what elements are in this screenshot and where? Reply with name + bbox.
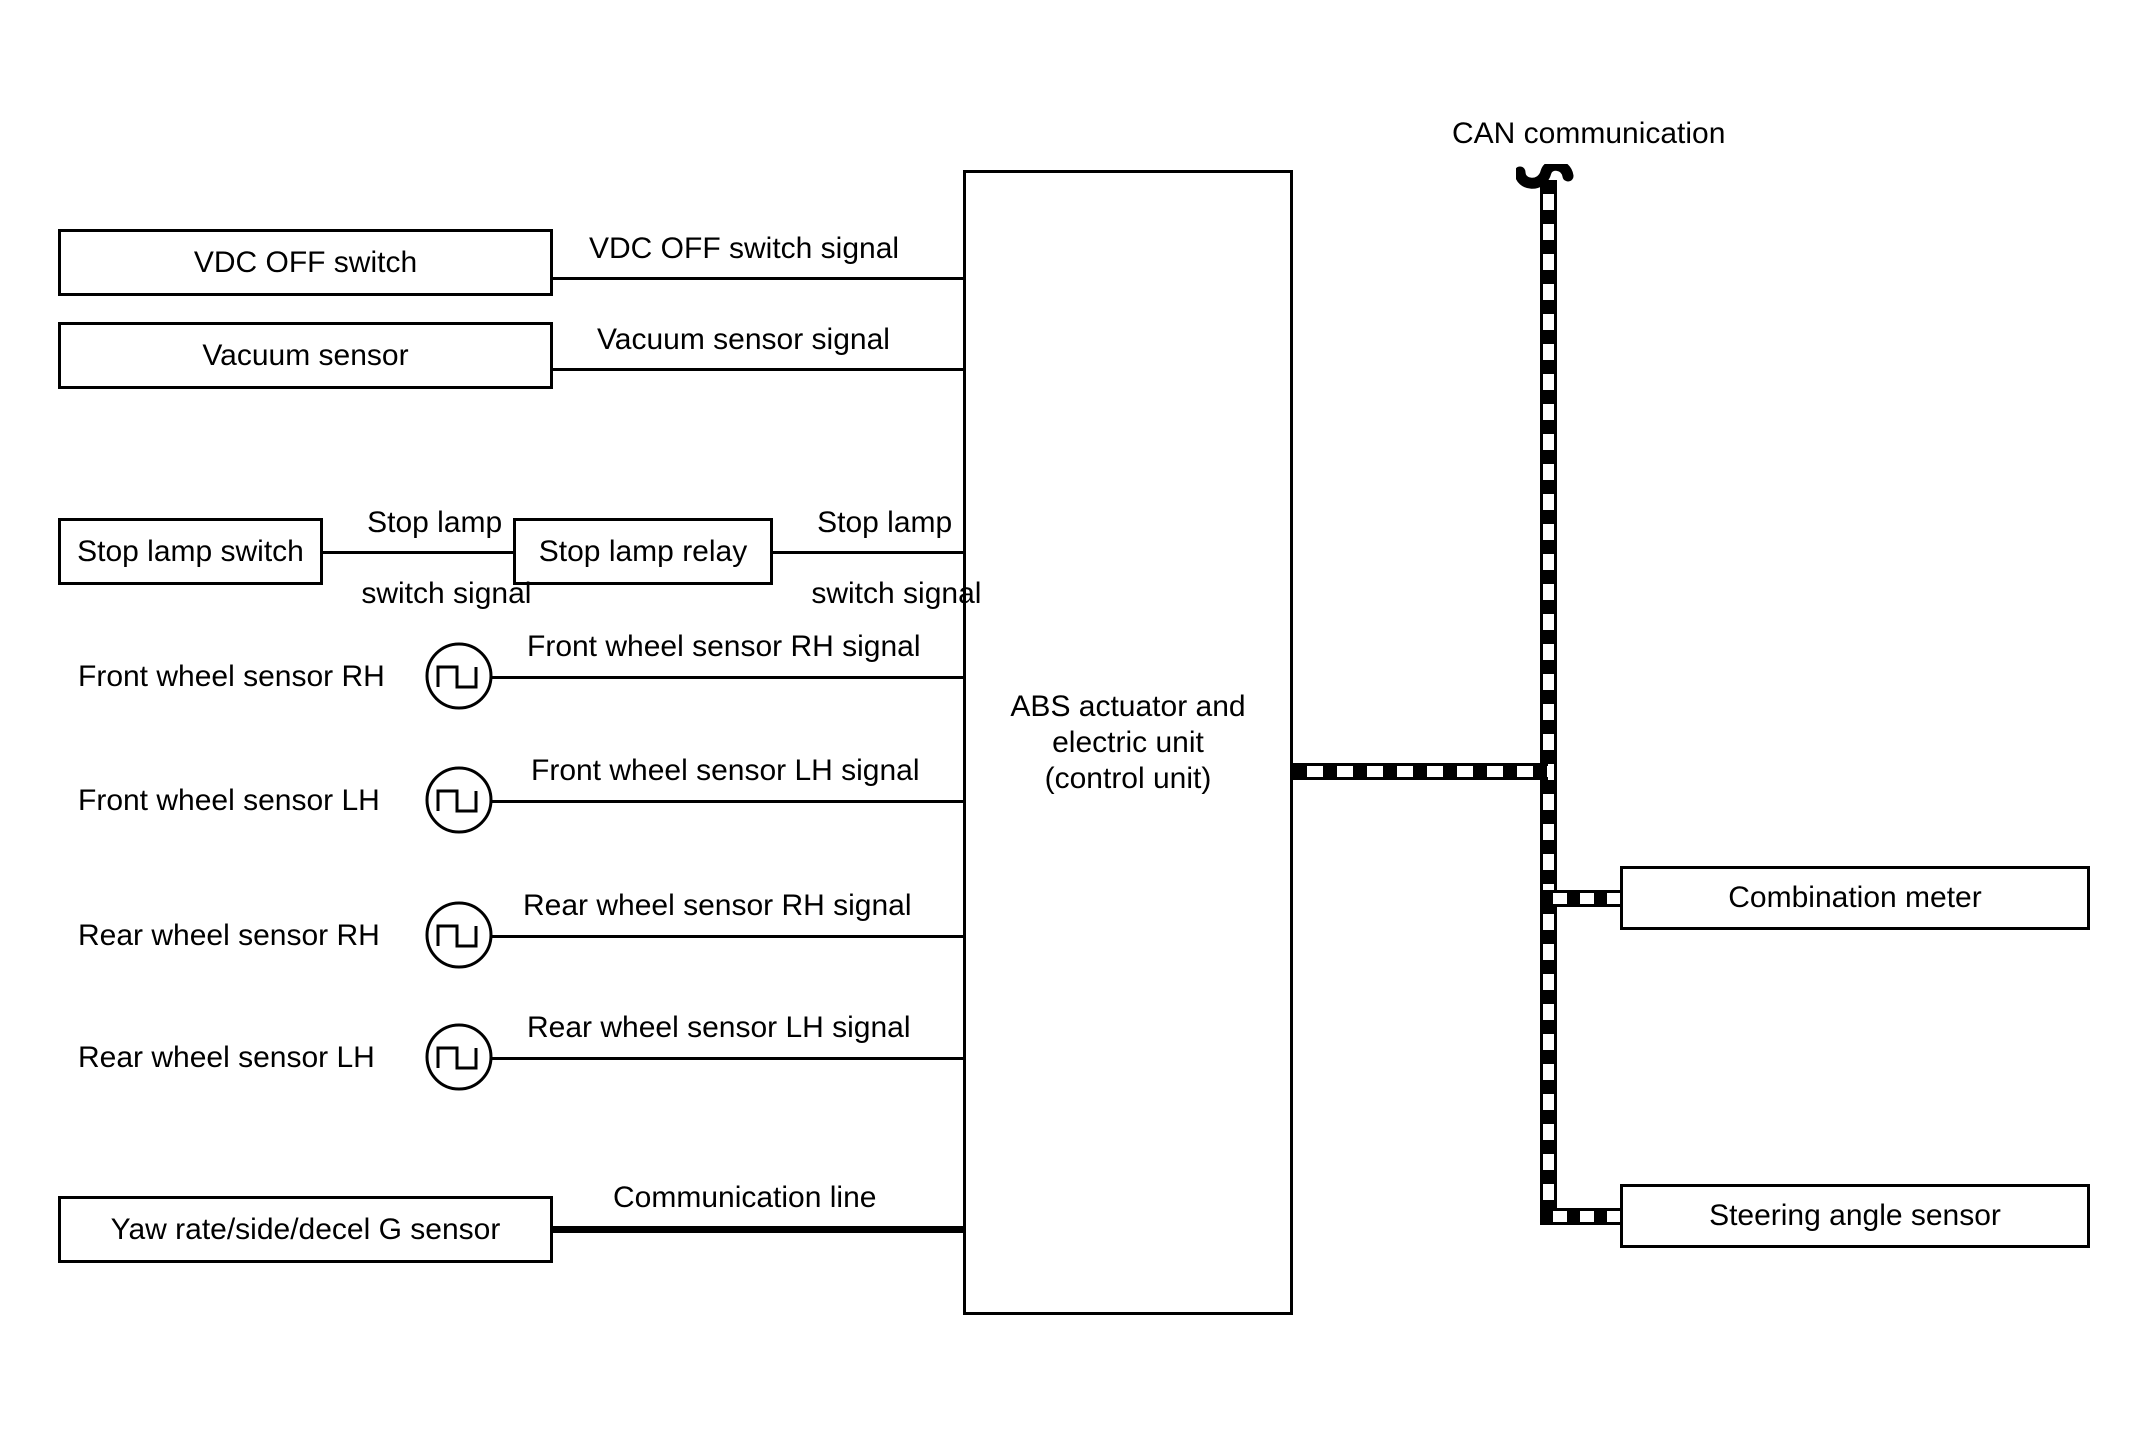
steering-angle-sensor-label: Steering angle sensor	[1709, 1199, 2001, 1232]
front-wheel-sensor-rh-label: Front wheel sensor RH	[78, 660, 385, 693]
stop-lamp-relay-box[interactable]: Stop lamp relay	[513, 518, 773, 585]
yaw-rate-side-decel-g-sensor-box[interactable]: Yaw rate/side/decel G sensor	[58, 1196, 553, 1263]
rear-wheel-sensor-lh-label: Rear wheel sensor LH	[78, 1041, 375, 1074]
stop-lamp-switch-signal-line-1: Stop lamp	[367, 506, 503, 540]
front-wheel-sensor-rh-connector	[492, 676, 965, 679]
rear-wheel-sensor-rh-label: Rear wheel sensor RH	[78, 919, 380, 952]
vdc-off-switch-connector	[553, 277, 965, 280]
can-bus-hook-icon	[1516, 164, 1580, 204]
rear-wheel-sensor-lh-signal-label: Rear wheel sensor LH signal	[527, 1011, 911, 1044]
can-communication-label: CAN communication	[1452, 117, 1726, 150]
rear-wheel-sensor-rh-connector	[492, 935, 965, 938]
communication-line-connector	[553, 1226, 965, 1233]
front-wheel-sensor-rh-signal-label: Front wheel sensor RH signal	[527, 630, 921, 663]
stop-lamp-switch-signal-label-left: Stop lamp switch signal	[328, 470, 531, 647]
stop-lamp-switch-to-relay-connector	[323, 551, 513, 554]
combination-meter-label: Combination meter	[1728, 881, 1982, 914]
abs-actuator-and-electric-unit-box[interactable]: ABS actuator and electric unit (control …	[963, 170, 1293, 1315]
vacuum-sensor-box[interactable]: Vacuum sensor	[58, 322, 553, 389]
stop-lamp-switch-signal-line-2: switch signal	[361, 577, 532, 611]
stop-lamp-relay-signal-label-right: Stop lamp switch signal	[778, 470, 981, 647]
front-wheel-sensor-rh-square-wave-icon	[424, 641, 494, 711]
communication-line-label: Communication line	[613, 1181, 877, 1214]
vacuum-sensor-signal-label: Vacuum sensor signal	[597, 323, 890, 356]
abs-actuator-line-3: (control unit)	[1044, 761, 1212, 795]
stop-lamp-switch-label: Stop lamp switch	[77, 534, 304, 568]
can-bus-branch-to-combination-meter	[1540, 890, 1623, 907]
stop-lamp-switch-box[interactable]: Stop lamp switch	[58, 518, 323, 585]
can-bus-branch-to-abs-actuator	[1293, 763, 1548, 780]
can-bus-branch-to-steering-angle-sensor	[1540, 1208, 1623, 1225]
front-wheel-sensor-lh-connector	[492, 800, 965, 803]
can-bus-vertical-trunk	[1540, 180, 1557, 1220]
rear-wheel-sensor-lh-connector	[492, 1057, 965, 1060]
vdc-off-switch-label: VDC OFF switch	[193, 245, 418, 279]
rear-wheel-sensor-rh-signal-label: Rear wheel sensor RH signal	[523, 889, 912, 922]
combination-meter-box[interactable]: Combination meter	[1620, 866, 2090, 930]
abs-actuator-line-2: electric unit	[1052, 725, 1204, 759]
stop-lamp-relay-to-ecu-connector	[773, 551, 965, 554]
rear-wheel-sensor-rh-square-wave-icon	[424, 900, 494, 970]
vacuum-sensor-label: Vacuum sensor	[202, 338, 409, 372]
steering-angle-sensor-box[interactable]: Steering angle sensor	[1620, 1184, 2090, 1248]
front-wheel-sensor-lh-square-wave-icon	[424, 765, 494, 835]
vacuum-sensor-connector	[553, 368, 965, 371]
stop-lamp-relay-signal-line-2: switch signal	[811, 577, 982, 611]
yaw-rate-sensor-label: Yaw rate/side/decel G sensor	[110, 1212, 501, 1246]
abs-actuator-line-1: ABS actuator and	[1010, 689, 1246, 723]
vdc-off-switch-signal-label: VDC OFF switch signal	[589, 232, 900, 265]
rear-wheel-sensor-lh-square-wave-icon	[424, 1022, 494, 1092]
front-wheel-sensor-lh-signal-label: Front wheel sensor LH signal	[531, 754, 920, 787]
stop-lamp-relay-signal-line-1: Stop lamp	[817, 506, 953, 540]
stop-lamp-relay-label: Stop lamp relay	[538, 534, 748, 568]
vdc-off-switch-box[interactable]: VDC OFF switch	[58, 229, 553, 296]
front-wheel-sensor-lh-label: Front wheel sensor LH	[78, 784, 380, 817]
